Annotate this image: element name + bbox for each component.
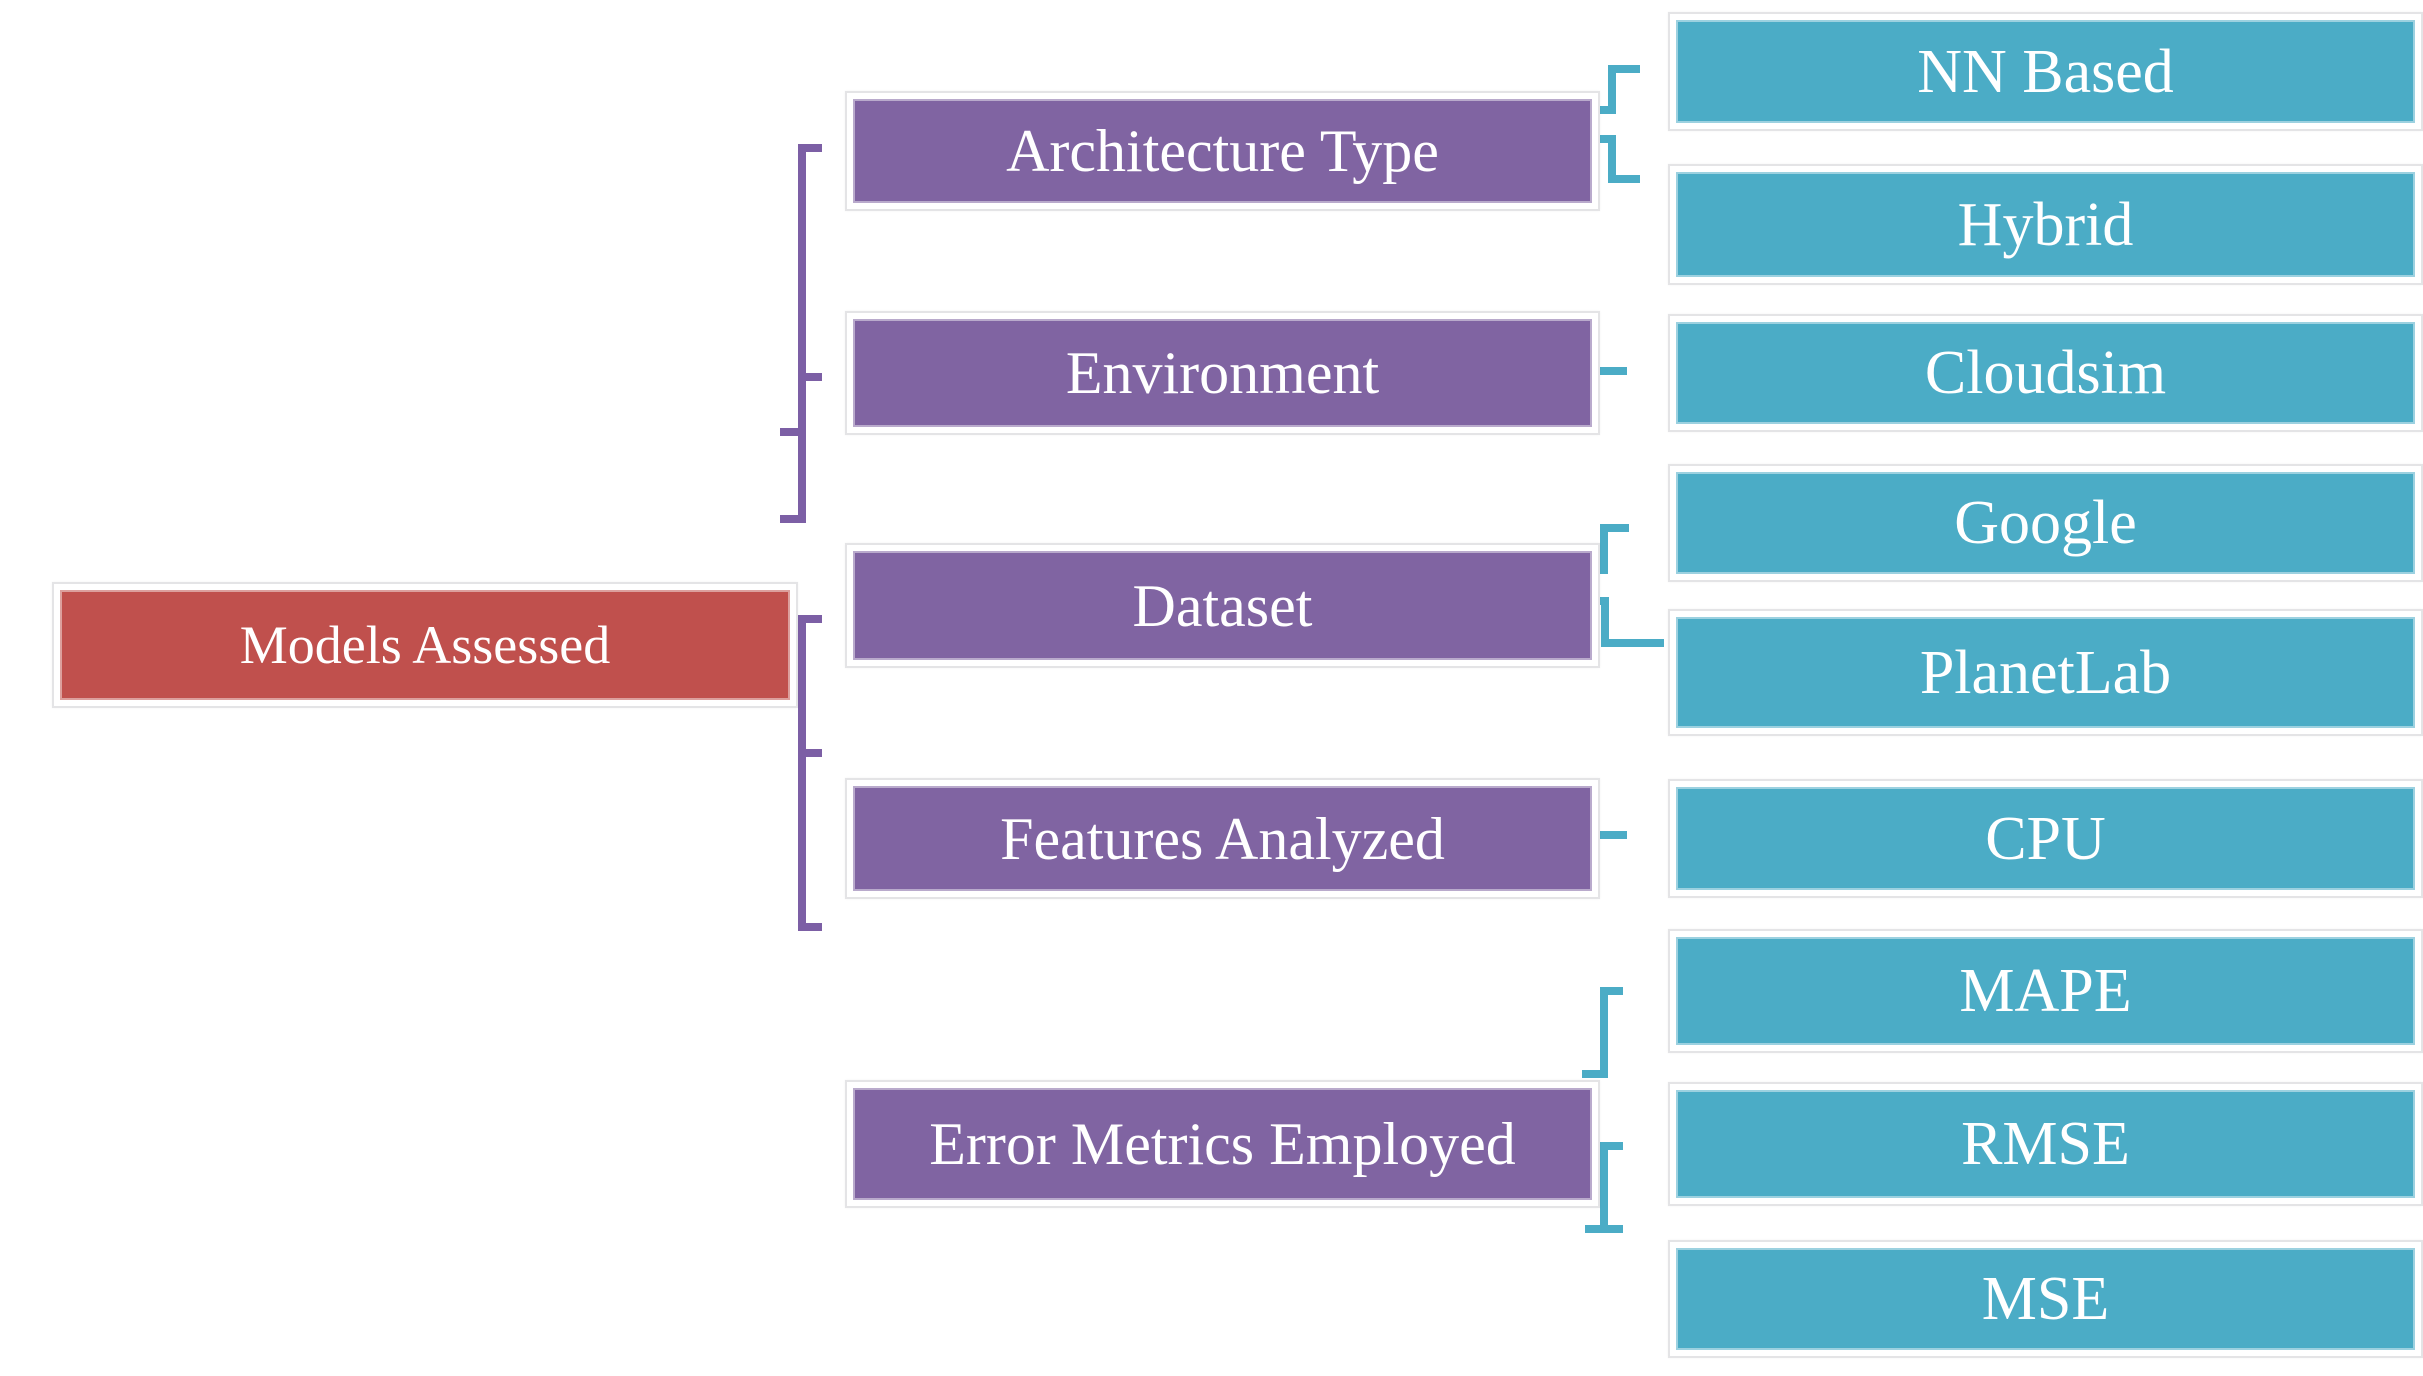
bracket-lower-connector bbox=[798, 615, 822, 931]
leaf-node-hybrid: Hybrid bbox=[1668, 164, 2423, 285]
category-label: Error Metrics Employed bbox=[929, 1111, 1516, 1177]
leaf-label: PlanetLab bbox=[1919, 638, 2172, 707]
category-node-environment: Environment bbox=[845, 311, 1600, 435]
leaf-node-nn-based: NN Based bbox=[1668, 12, 2423, 131]
leaf-label: Google bbox=[1954, 489, 2137, 557]
leaf-node-cloudsim: Cloudsim bbox=[1668, 314, 2423, 432]
leaf-label: NN Based bbox=[1917, 37, 2174, 106]
bracket-upper-connector bbox=[780, 144, 822, 523]
category-node-architecture-type: Architecture Type bbox=[845, 91, 1600, 211]
leaf-node-rmse: RMSE bbox=[1668, 1082, 2423, 1206]
leaf-node-fill: NN Based bbox=[1676, 20, 2415, 123]
category-label: Architecture Type bbox=[1006, 118, 1439, 184]
leaf-label: MSE bbox=[1981, 1265, 2110, 1333]
category-node-fill: Error Metrics Employed bbox=[853, 1088, 1592, 1200]
leaf-node-cpu: CPU bbox=[1668, 779, 2423, 898]
leaf-node-fill: Google bbox=[1676, 472, 2415, 574]
category-node-dataset: Dataset bbox=[845, 543, 1600, 668]
leaf-node-mse: MSE bbox=[1668, 1240, 2423, 1358]
category-node-features-analyzed: Features Analyzed bbox=[845, 778, 1600, 899]
root-node-fill: Models Assessed bbox=[60, 590, 790, 700]
connector-error-metrics-to-mape bbox=[1582, 987, 1623, 1078]
category-connectors bbox=[780, 144, 822, 931]
category-node-fill: Features Analyzed bbox=[853, 786, 1592, 891]
category-node-fill: Environment bbox=[853, 319, 1592, 427]
category-node-error-metrics-employed: Error Metrics Employed bbox=[845, 1080, 1600, 1208]
leaf-node-fill: MAPE bbox=[1676, 937, 2415, 1045]
leaf-node-fill: Hybrid bbox=[1676, 172, 2415, 277]
leaf-label: RMSE bbox=[1961, 1110, 2130, 1178]
category-node-fill: Dataset bbox=[853, 551, 1592, 660]
category-node-fill: Architecture Type bbox=[853, 99, 1592, 203]
leaf-node-planetlab: PlanetLab bbox=[1668, 609, 2423, 736]
leaf-node-google: Google bbox=[1668, 464, 2423, 582]
leaf-node-fill: MSE bbox=[1676, 1248, 2415, 1350]
leaf-node-fill: RMSE bbox=[1676, 1090, 2415, 1198]
leaf-label: CPU bbox=[1985, 804, 2106, 873]
category-label: Dataset bbox=[1132, 572, 1313, 639]
leaf-label: MAPE bbox=[1959, 957, 2132, 1025]
category-label: Features Analyzed bbox=[1000, 805, 1445, 872]
category-label: Environment bbox=[1065, 340, 1380, 406]
leaf-node-fill: CPU bbox=[1676, 787, 2415, 890]
leaf-node-fill: Cloudsim bbox=[1676, 322, 2415, 424]
root-label: Models Assessed bbox=[239, 615, 611, 675]
leaf-node-fill: PlanetLab bbox=[1676, 617, 2415, 728]
root-node: Models Assessed bbox=[52, 582, 798, 708]
connector-dataset-to-planetlab bbox=[1590, 597, 1664, 647]
leaf-label: Hybrid bbox=[1957, 190, 2134, 259]
leaf-node-mape: MAPE bbox=[1668, 929, 2423, 1053]
leaf-label: Cloudsim bbox=[1924, 339, 2167, 407]
